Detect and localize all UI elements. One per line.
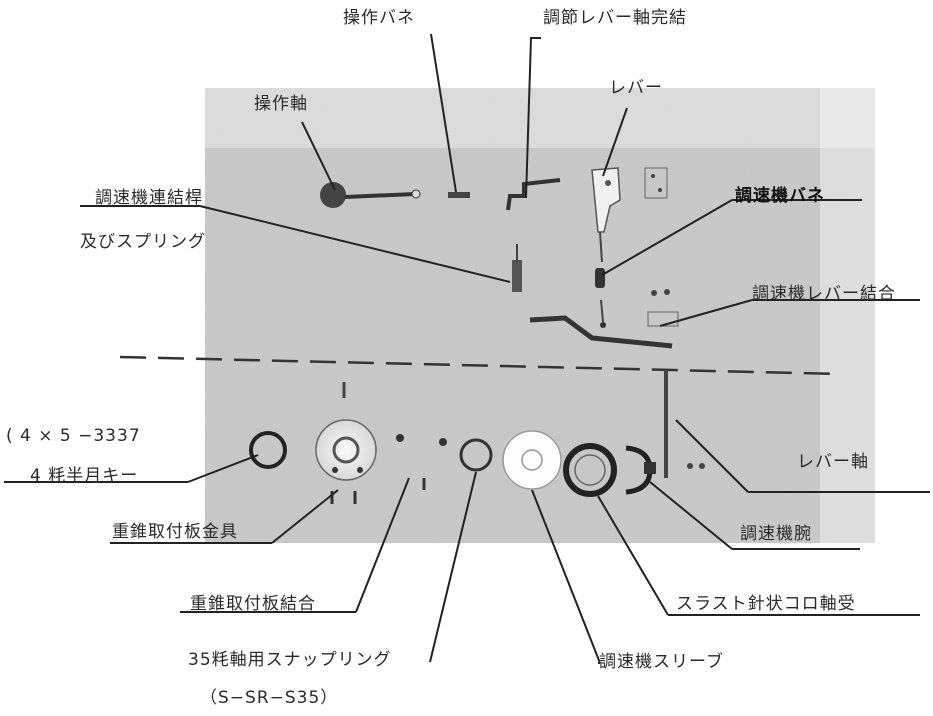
- governor-spring: [595, 268, 606, 328]
- label-governor-arm: 調速機腕: [740, 524, 812, 544]
- label-governor-link-rod-2: 及びスプリング: [80, 232, 206, 252]
- governor-sleeve: [502, 430, 562, 490]
- photo-background: [205, 88, 875, 543]
- label-weight-mount-plate: 重錐取付板金具: [112, 522, 238, 542]
- label-governor-link-rod: 調速機連結桿: [95, 188, 203, 208]
- label-governor-spring: 調速機バネ: [735, 186, 825, 206]
- lower-parts: [249, 370, 705, 504]
- label-lever-shaft: レバー軸: [797, 452, 869, 472]
- operating-shaft: [320, 182, 421, 208]
- governor-lever-assembly: [647, 289, 679, 327]
- label-snap-ring-code: （S−SR−S35）: [200, 688, 339, 708]
- operating-spring: [448, 192, 470, 198]
- label-governor-sleeve: 調速機スリーブ: [599, 652, 724, 672]
- snap-ring-part: [459, 438, 493, 472]
- label-adjusting-lever-shaft: 調節レバー軸完結: [543, 8, 687, 28]
- label-weight-mount-joint: 重錐取付板結合: [190, 594, 316, 614]
- label-key-spec: ( 4 × 5 −3337: [6, 426, 141, 446]
- label-governor-lever-assembly: 調速機レバー結合: [752, 284, 896, 304]
- lever-part: [591, 167, 668, 263]
- leader-lines: [4, 33, 930, 664]
- dashed-divider: [119, 355, 841, 376]
- label-thrust-bearing: スラスト針状コロ軸受: [676, 594, 856, 614]
- governor-link-rod: [512, 244, 673, 349]
- adjusting-lever-shaft: [506, 178, 561, 211]
- governor-arm: [625, 445, 705, 495]
- label-lever: レバー: [609, 78, 663, 98]
- label-operating-shaft: 操作軸: [254, 94, 308, 114]
- weight-mount-plate: [315, 382, 377, 504]
- weight-mount-joint: [396, 434, 447, 490]
- label-key: 4 粍半月キー: [30, 466, 139, 486]
- thrust-needle-bearing: [563, 443, 617, 497]
- label-snap-ring: 35粍軸用スナップリング: [188, 650, 392, 670]
- label-operating-spring: 操作バネ: [343, 8, 415, 28]
